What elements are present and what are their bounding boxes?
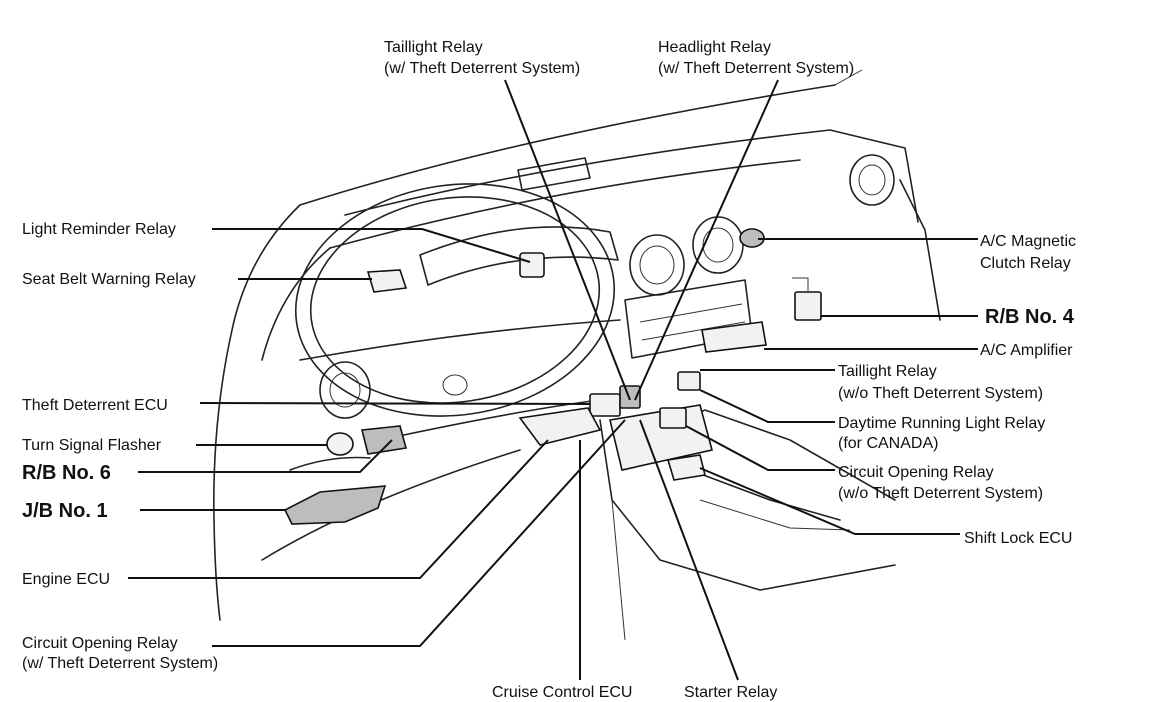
label-taillight-relay-wo-2: (w/o Theft Deterrent System) <box>838 385 1043 402</box>
taillight-relay-wo-part <box>677 371 701 391</box>
seat-belt-warning-relay-part <box>366 269 408 293</box>
label-taillight-relay-w-2: (w/ Theft Deterrent System) <box>384 60 580 77</box>
turn-signal-flasher-part <box>326 432 354 456</box>
drl-relay-part <box>659 407 687 429</box>
label-turn-signal-flasher: Turn Signal Flasher <box>22 437 162 454</box>
relay-cluster-part <box>619 385 641 409</box>
label-drl-relay-2: (for CANADA) <box>838 435 938 452</box>
label-circuit-opening-relay-wo-1: Circuit Opening Relay <box>838 464 994 481</box>
label-ac-amplifier: A/C Amplifier <box>980 342 1073 359</box>
label-rb-no4: R/B No. 4 <box>985 306 1075 328</box>
components <box>283 228 822 525</box>
label-theft-deterrent-ecu: Theft Deterrent ECU <box>22 397 168 414</box>
labels: Taillight Relay (w/ Theft Deterrent Syst… <box>22 39 1076 701</box>
label-drl-relay-1: Daytime Running Light Relay <box>838 415 1045 432</box>
label-taillight-relay-w-1: Taillight Relay <box>384 39 483 56</box>
shift-lock-ecu-part <box>666 454 706 481</box>
label-circuit-opening-relay-w-1: Circuit Opening Relay <box>22 635 178 652</box>
label-headlight-relay-w-1: Headlight Relay <box>658 39 771 56</box>
label-shift-lock-ecu: Shift Lock ECU <box>964 530 1072 547</box>
rb-no6-part <box>361 425 408 455</box>
label-seat-belt-warning-relay: Seat Belt Warning Relay <box>22 271 196 288</box>
label-rb-no6: R/B No. 6 <box>22 462 111 484</box>
label-circuit-opening-relay-wo-2: (w/o Theft Deterrent System) <box>838 485 1043 502</box>
jb-no1-part <box>283 485 387 525</box>
label-ac-magnetic-clutch-relay-2: Clutch Relay <box>980 255 1071 272</box>
rb-no4-part <box>794 291 822 321</box>
leader-lines <box>128 79 978 681</box>
label-ac-magnetic-clutch-relay-1: A/C Magnetic <box>980 233 1076 250</box>
label-taillight-relay-wo-1: Taillight Relay <box>838 363 937 380</box>
label-jb-no1: J/B No. 1 <box>22 500 108 522</box>
label-cruise-control-ecu: Cruise Control ECU <box>492 684 632 701</box>
label-engine-ecu: Engine ECU <box>22 571 110 588</box>
label-circuit-opening-relay-w-2: (w/ Theft Deterrent System) <box>22 655 218 672</box>
theft-deterrent-ecu-part <box>589 393 621 417</box>
label-starter-relay: Starter Relay <box>684 684 777 701</box>
engine-ecu-part <box>518 407 602 446</box>
ac-amplifier-part <box>701 321 767 353</box>
label-headlight-relay-w-2: (w/ Theft Deterrent System) <box>658 60 854 77</box>
label-light-reminder-relay: Light Reminder Relay <box>22 221 176 238</box>
light-reminder-relay-part <box>519 252 545 278</box>
dashboard-illustration <box>213 69 941 641</box>
